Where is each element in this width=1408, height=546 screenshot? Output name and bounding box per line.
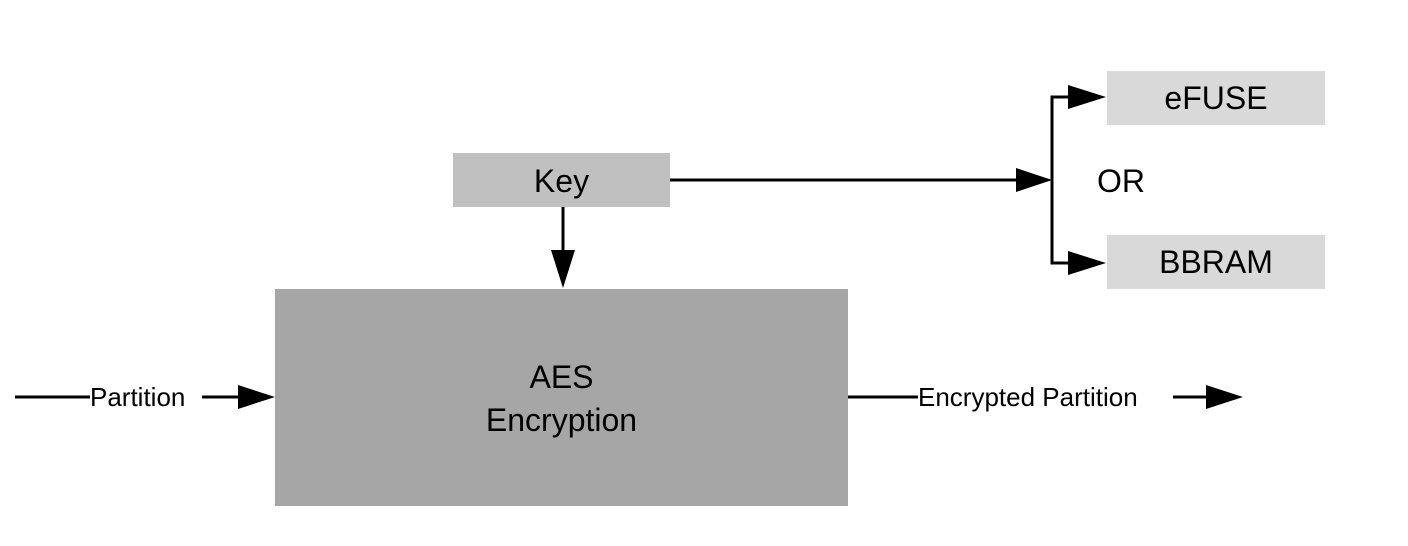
input-flow: Partition	[15, 382, 275, 412]
efuse-label: eFUSE	[1164, 80, 1267, 116]
efuse-box	[1107, 71, 1325, 125]
key-to-storage-arrow	[670, 168, 1052, 192]
efuse-node: eFUSE	[1107, 71, 1325, 125]
bbram-box	[1107, 235, 1325, 289]
or-label: OR	[1097, 163, 1145, 199]
aes-label-line1: AES	[529, 359, 593, 395]
key-box	[453, 153, 670, 207]
bbram-label: BBRAM	[1159, 244, 1273, 280]
input-label: Partition	[90, 382, 185, 412]
key-label: Key	[534, 163, 589, 199]
aes-label-line2: Encryption	[486, 402, 637, 438]
key-to-aes-arrow	[551, 207, 575, 288]
bbram-node: BBRAM	[1107, 235, 1325, 289]
output-flow: Encrypted Partition	[848, 382, 1243, 412]
storage-fork	[1050, 85, 1106, 275]
key-node: Key	[453, 153, 670, 207]
output-label: Encrypted Partition	[918, 382, 1138, 412]
aes-node: AES Encryption	[275, 289, 848, 506]
aes-box	[275, 289, 848, 506]
